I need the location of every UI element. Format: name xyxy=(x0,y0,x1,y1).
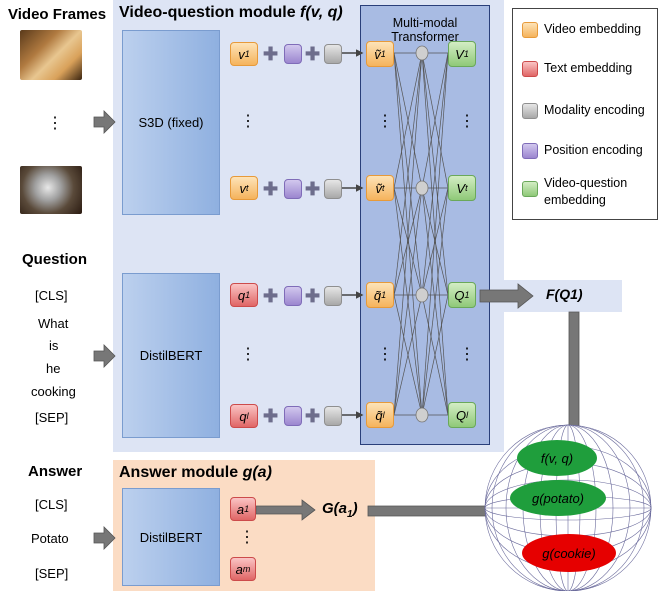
question-token-is: is xyxy=(49,338,59,353)
g-cookie-oval: g(cookie) xyxy=(522,534,616,572)
position-encoding-chip xyxy=(284,179,302,199)
legend-label-vq: Video-question embedding xyxy=(544,176,628,207)
position-encoding-chip xyxy=(284,286,302,306)
question-token-cls: [CLS] xyxy=(35,288,68,303)
transformer-input-ellipsis: ⋮ xyxy=(377,346,393,363)
plus-icon: ✚ xyxy=(305,286,321,306)
row-ellipsis: ⋮ xyxy=(240,113,256,130)
answer-module-title: Answer module g(a) xyxy=(119,464,272,482)
plus-icon: ✚ xyxy=(263,44,279,64)
fq1-to-sphere-arrow xyxy=(562,311,586,442)
question-arrow xyxy=(93,344,116,368)
q1-tilde-chip: q̃1 xyxy=(366,282,394,308)
s3d-encoder-block: S3D (fixed) xyxy=(122,30,220,215)
question-token-what: What xyxy=(38,316,69,331)
plus-icon: ✚ xyxy=(263,286,279,306)
chip-arrows xyxy=(342,49,364,419)
legend-label-text: Text embedding xyxy=(544,61,633,75)
transformer-label-line2: Transformer xyxy=(391,30,459,44)
frames-arrow xyxy=(93,110,116,134)
answer-token-cls: [CLS] xyxy=(35,497,68,512)
a1-to-ga1-arrow xyxy=(255,499,316,521)
plus-icon: ✚ xyxy=(263,179,279,199)
answer-token-potato: Potato xyxy=(31,531,69,546)
plus-icon: ✚ xyxy=(263,406,279,426)
fq1-label: F(Q1) xyxy=(546,286,583,302)
answer-module-fn: g(a) xyxy=(242,464,272,481)
q1-to-fq1-arrow xyxy=(479,283,534,309)
distilbert-question-block: DistilBERT xyxy=(122,273,220,438)
ga1-label: G(a1) xyxy=(322,500,358,520)
video-frame-1-image xyxy=(20,30,82,80)
question-token-cooking: cooking xyxy=(31,384,76,399)
position-encoding-chip xyxy=(284,406,302,426)
question-token-sep: [SEP] xyxy=(35,410,69,425)
video-frames-title: Video Frames xyxy=(8,6,107,23)
transformer-label-line1: Multi-modal xyxy=(392,16,458,30)
answer-module-label: Answer module xyxy=(119,464,243,481)
input-arrows xyxy=(93,110,116,550)
video-question-module-title: Video-question module f(v, q) xyxy=(119,4,343,22)
legend-swatch-position xyxy=(522,143,538,159)
transformer-nodes xyxy=(415,45,429,423)
legend-swatch-video xyxy=(522,22,538,38)
row-ellipsis: ⋮ xyxy=(240,346,256,363)
distilbert-answer-block: DistilBERT xyxy=(122,488,220,586)
legend-label-position: Position encoding xyxy=(544,143,643,157)
vq-module-label: Video-question module xyxy=(119,4,301,21)
g-potato-oval: g(potato) xyxy=(510,480,606,516)
ql-tilde-chip: q̃l xyxy=(366,402,394,428)
question-token-he: he xyxy=(46,361,61,376)
legend: Video embedding Text embedding Modality … xyxy=(512,8,658,220)
plus-icon: ✚ xyxy=(305,406,321,426)
answer-ellipsis: ⋮ xyxy=(239,529,255,546)
position-encoding-chip xyxy=(284,44,302,64)
legend-swatch-vq xyxy=(522,181,538,197)
transformer-output-ellipsis: ⋮ xyxy=(459,113,475,130)
transformer-input-ellipsis: ⋮ xyxy=(377,113,393,130)
modality-encoding-chip xyxy=(324,286,342,306)
frames-ellipsis: ⋮ xyxy=(47,115,63,132)
video-frame-t-image xyxy=(20,166,82,214)
transformer-network xyxy=(393,52,449,416)
legend-swatch-modality xyxy=(522,103,538,119)
modality-encoding-chip xyxy=(324,44,342,64)
legend-label-modality: Modality encoding xyxy=(544,103,645,117)
modality-encoding-chip xyxy=(324,179,342,199)
transformer-label: Multi-modal Transformer xyxy=(360,16,490,44)
transformer-output-ellipsis: ⋮ xyxy=(459,346,475,363)
fvq-oval: f(v, q) xyxy=(517,440,597,476)
plus-icon: ✚ xyxy=(305,44,321,64)
legend-swatch-text xyxy=(522,61,538,77)
question-title: Question xyxy=(22,251,88,268)
answer-token-sep: [SEP] xyxy=(35,566,69,581)
answer-arrow xyxy=(93,526,116,550)
vq-module-fn: f(v, q) xyxy=(300,4,343,21)
plus-icon: ✚ xyxy=(305,179,321,199)
answer-title: Answer xyxy=(28,463,83,480)
legend-label-video: Video embedding xyxy=(544,22,642,36)
modality-encoding-chip xyxy=(324,406,342,426)
